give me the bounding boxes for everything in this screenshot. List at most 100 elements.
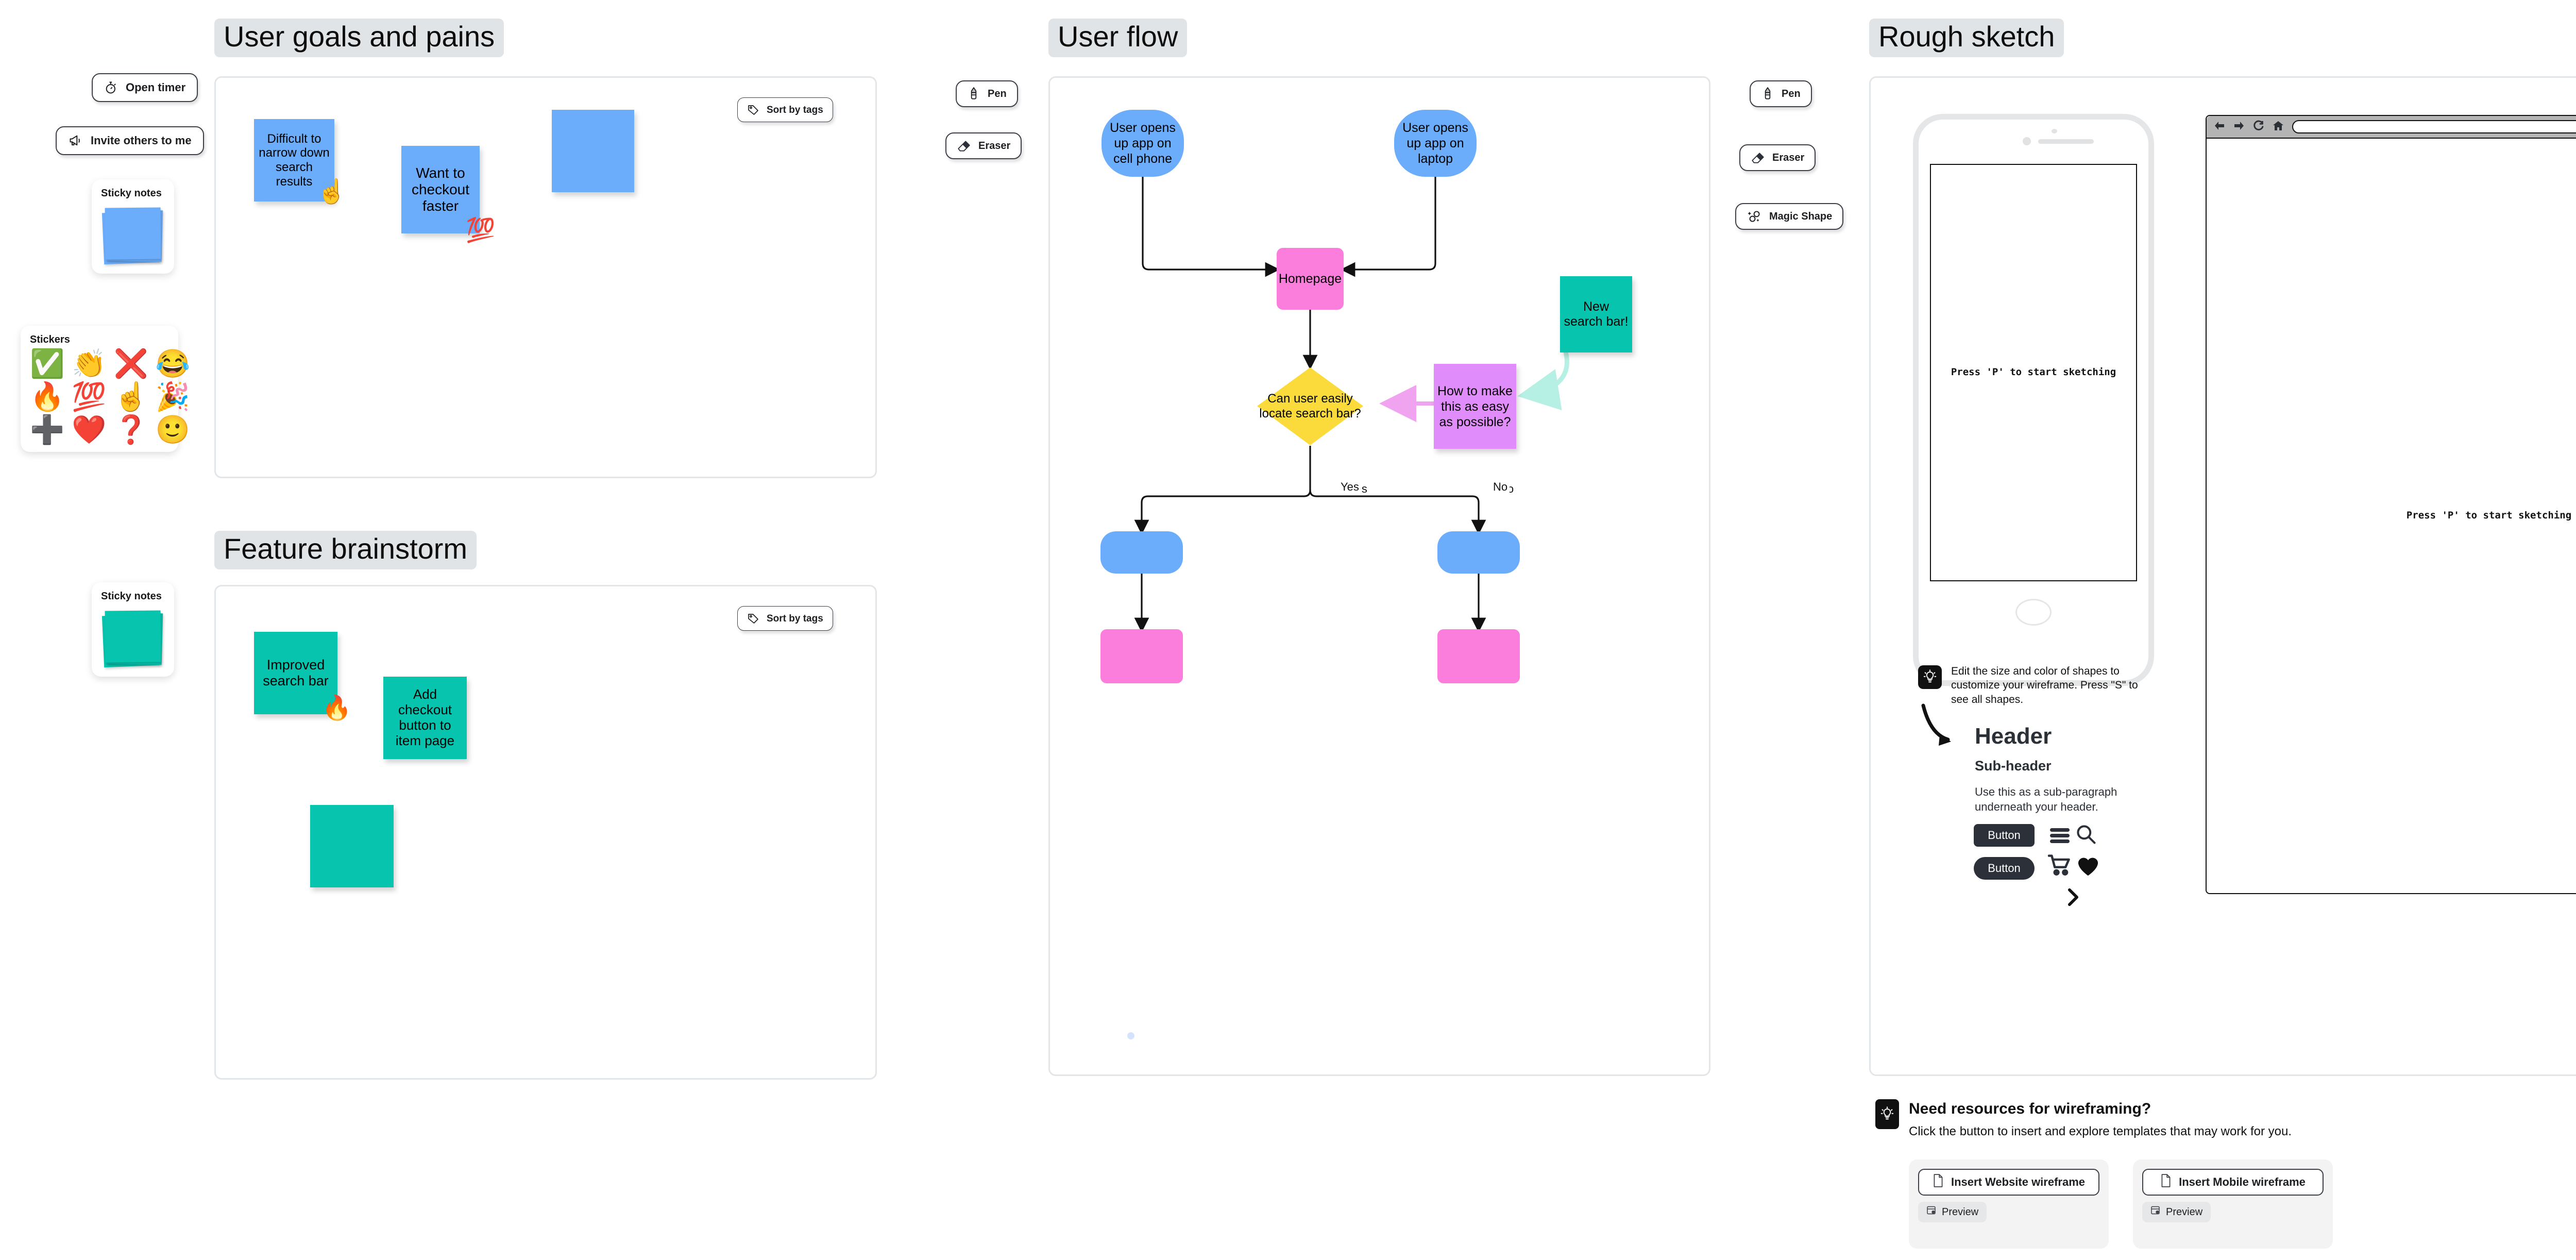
plus-sticker[interactable]: ➕ (30, 414, 65, 445)
wireframe-kit-hint: Edit the size and color of shapes to cus… (1951, 665, 2138, 705)
phone-home-button[interactable] (2015, 599, 2052, 626)
sort-by-tags-label: Sort by tags (767, 613, 823, 624)
sticker-grid[interactable]: ✅👏❌😂 🔥💯☝️🎉 ➕❤️❓🙂 (30, 348, 190, 445)
pen-tool-button-sketch[interactable]: Pen (1750, 80, 1812, 107)
home-icon[interactable] (2273, 121, 2284, 133)
sticky-notes-tray-teal[interactable]: Sticky notes (92, 582, 174, 677)
mobile-device-mockup[interactable]: Press 'P' to start sketching (1913, 114, 2154, 686)
resource-card-mobile[interactable]: Insert Mobile wireframe Preview (2133, 1160, 2333, 1249)
wireframe-button-round[interactable]: Button (1974, 857, 2035, 880)
annotation-note-question[interactable]: How to make this as easy as possible? (1434, 364, 1516, 449)
back-arrow-icon[interactable] (2214, 121, 2225, 133)
eraser-tool-button-sketch[interactable]: Eraser (1739, 144, 1816, 171)
resources-title: Need resources for wireframing? (1909, 1100, 2151, 1117)
wireframe-subheader-sample[interactable]: Sub-header (1975, 758, 2052, 774)
magic-shape-tool-button[interactable]: Magic Shape (1735, 203, 1844, 230)
phone-sketch-canvas[interactable]: Press 'P' to start sketching (1930, 164, 2137, 581)
browser-sketch-canvas[interactable]: Press 'P' to start sketching (2406, 510, 2572, 522)
reload-icon[interactable] (2253, 120, 2264, 134)
canvas-dot (1127, 1032, 1134, 1039)
frame-title-user-goals[interactable]: User goals and pains (214, 19, 504, 57)
flow-node-no-result[interactable] (1437, 629, 1520, 683)
edge-label-yes: Yes (1338, 480, 1361, 494)
party-popper-sticker[interactable]: 🎉 (155, 381, 190, 412)
frame-title-feature-brainstorm[interactable]: Feature brainstorm (214, 531, 477, 569)
sort-by-tags-button-brainstorm[interactable]: Sort by tags (737, 606, 833, 631)
frame-rough-sketch[interactable]: Press 'P' to start sketching (1869, 76, 2576, 1076)
frame-title-rough-sketch[interactable]: Rough sketch (1869, 19, 2064, 57)
chevron-right-icon[interactable] (2065, 887, 2081, 910)
preview-mobile-wireframe-button[interactable]: Preview (2142, 1202, 2211, 1222)
stickers-tray[interactable]: Stickers ✅👏❌😂🔥💯☝️🎉➕❤️❓🙂 (21, 326, 190, 452)
open-timer-button[interactable]: Open timer (92, 73, 198, 102)
fire-sticker[interactable]: 🔥 (30, 381, 65, 412)
clapping-hands-sticker[interactable]: 👏 (72, 348, 107, 379)
timer-icon (104, 80, 118, 95)
flow-node-start-laptop[interactable]: User opens up app on laptop (1394, 110, 1477, 177)
sticky-notes-tray-title: Sticky notes (101, 591, 162, 602)
eraser-tool-button-userflow[interactable]: Eraser (945, 132, 1022, 159)
annotation-note-answer[interactable]: New search bar! (1560, 276, 1632, 352)
pen-tool-button-userflow[interactable]: Pen (956, 80, 1018, 107)
phone-camera-icon (2023, 137, 2031, 145)
eraser-icon (957, 139, 971, 153)
pen-icon (967, 87, 980, 101)
question-mark-sticker[interactable]: ❓ (113, 414, 148, 445)
frame-title-user-flow[interactable]: User flow (1048, 19, 1188, 57)
eraser-label: Eraser (978, 140, 1011, 152)
slight-smile-sticker[interactable]: 🙂 (155, 414, 190, 445)
forward-arrow-icon[interactable] (2233, 121, 2245, 133)
preview-icon (2150, 1205, 2161, 1219)
hundred-points-sticker[interactable]: 💯 (72, 381, 107, 412)
frame-user-goals[interactable]: Sort by tags Difficult to narrow down se… (214, 76, 877, 478)
document-icon (1933, 1174, 1944, 1190)
red-heart-sticker[interactable]: ❤️ (72, 414, 107, 445)
browser-url-input[interactable] (2292, 120, 2576, 133)
sticky-note[interactable] (310, 805, 394, 887)
sticky-stack-blue[interactable] (101, 204, 168, 265)
invite-others-label: Invite others to me (91, 134, 192, 147)
frame-feature-brainstorm[interactable]: Sort by tags Improved search bar 🔥 Add c… (214, 585, 877, 1080)
hamburger-menu-icon[interactable] (2049, 825, 2072, 848)
frame-user-flow[interactable]: Yes No Yes No User opens up app on cell … (1048, 76, 1710, 1076)
eraser-icon (1751, 151, 1765, 164)
check-mark-sticker[interactable]: ✅ (30, 348, 65, 379)
sort-by-tags-button-goals[interactable]: Sort by tags (737, 97, 833, 122)
wireframe-paragraph-sample[interactable]: Use this as a sub-paragraph underneath y… (1975, 785, 2117, 813)
resources-subtitle: Click the button to insert and explore t… (1909, 1124, 2292, 1138)
sticky-stack-teal[interactable] (101, 607, 168, 668)
search-icon[interactable] (2075, 823, 2097, 848)
heart-icon[interactable] (2077, 856, 2099, 879)
invite-others-button[interactable]: Invite others to me (56, 126, 204, 155)
website-browser-mockup[interactable]: Press 'P' to start sketching (2206, 115, 2576, 894)
sticky-note[interactable]: Add checkout button to item page (383, 677, 467, 759)
flow-node-yes-branch[interactable] (1100, 531, 1183, 574)
flow-node-yes-result[interactable] (1100, 629, 1183, 683)
insert-mobile-wireframe-button[interactable]: Insert Mobile wireframe (2142, 1169, 2324, 1196)
index-finger-up-sticker[interactable]: ☝️ (113, 381, 148, 412)
flow-node-homepage[interactable]: Homepage (1277, 248, 1344, 310)
flow-node-no-branch[interactable] (1437, 531, 1520, 574)
joy-face-sticker[interactable]: 😂 (155, 348, 190, 379)
wireframe-button-square[interactable]: Button (1974, 824, 2035, 847)
wireframe-header-sample[interactable]: Header (1975, 724, 2052, 749)
flow-node-start-mobile[interactable]: User opens up app on cell phone (1101, 110, 1184, 177)
preview-website-wireframe-button[interactable]: Preview (1918, 1202, 1987, 1222)
magic-shape-icon (1747, 209, 1762, 224)
curved-arrow-icon (1921, 703, 1951, 746)
insert-mobile-wireframe-label: Insert Mobile wireframe (2179, 1175, 2306, 1188)
tag-icon (747, 612, 759, 625)
sticky-note[interactable]: Want to checkout faster (401, 146, 480, 233)
phone-sensor-icon (2052, 129, 2057, 133)
shopping-cart-icon[interactable] (2047, 853, 2073, 880)
resource-card-website[interactable]: Insert Website wireframe Preview (1909, 1160, 2109, 1249)
flow-node-decision[interactable]: Can user easily locate search bar? (1256, 366, 1364, 446)
insert-website-wireframe-button[interactable]: Insert Website wireframe (1918, 1169, 2099, 1196)
sticky-note[interactable]: Difficult to narrow down search results (254, 119, 334, 201)
cross-mark-sticker[interactable]: ❌ (113, 348, 148, 379)
sticky-notes-tray-blue[interactable]: Sticky notes (92, 179, 174, 274)
sticky-note[interactable]: Improved search bar (254, 632, 337, 714)
sticky-note[interactable] (552, 110, 634, 192)
pen-icon (1761, 87, 1774, 101)
